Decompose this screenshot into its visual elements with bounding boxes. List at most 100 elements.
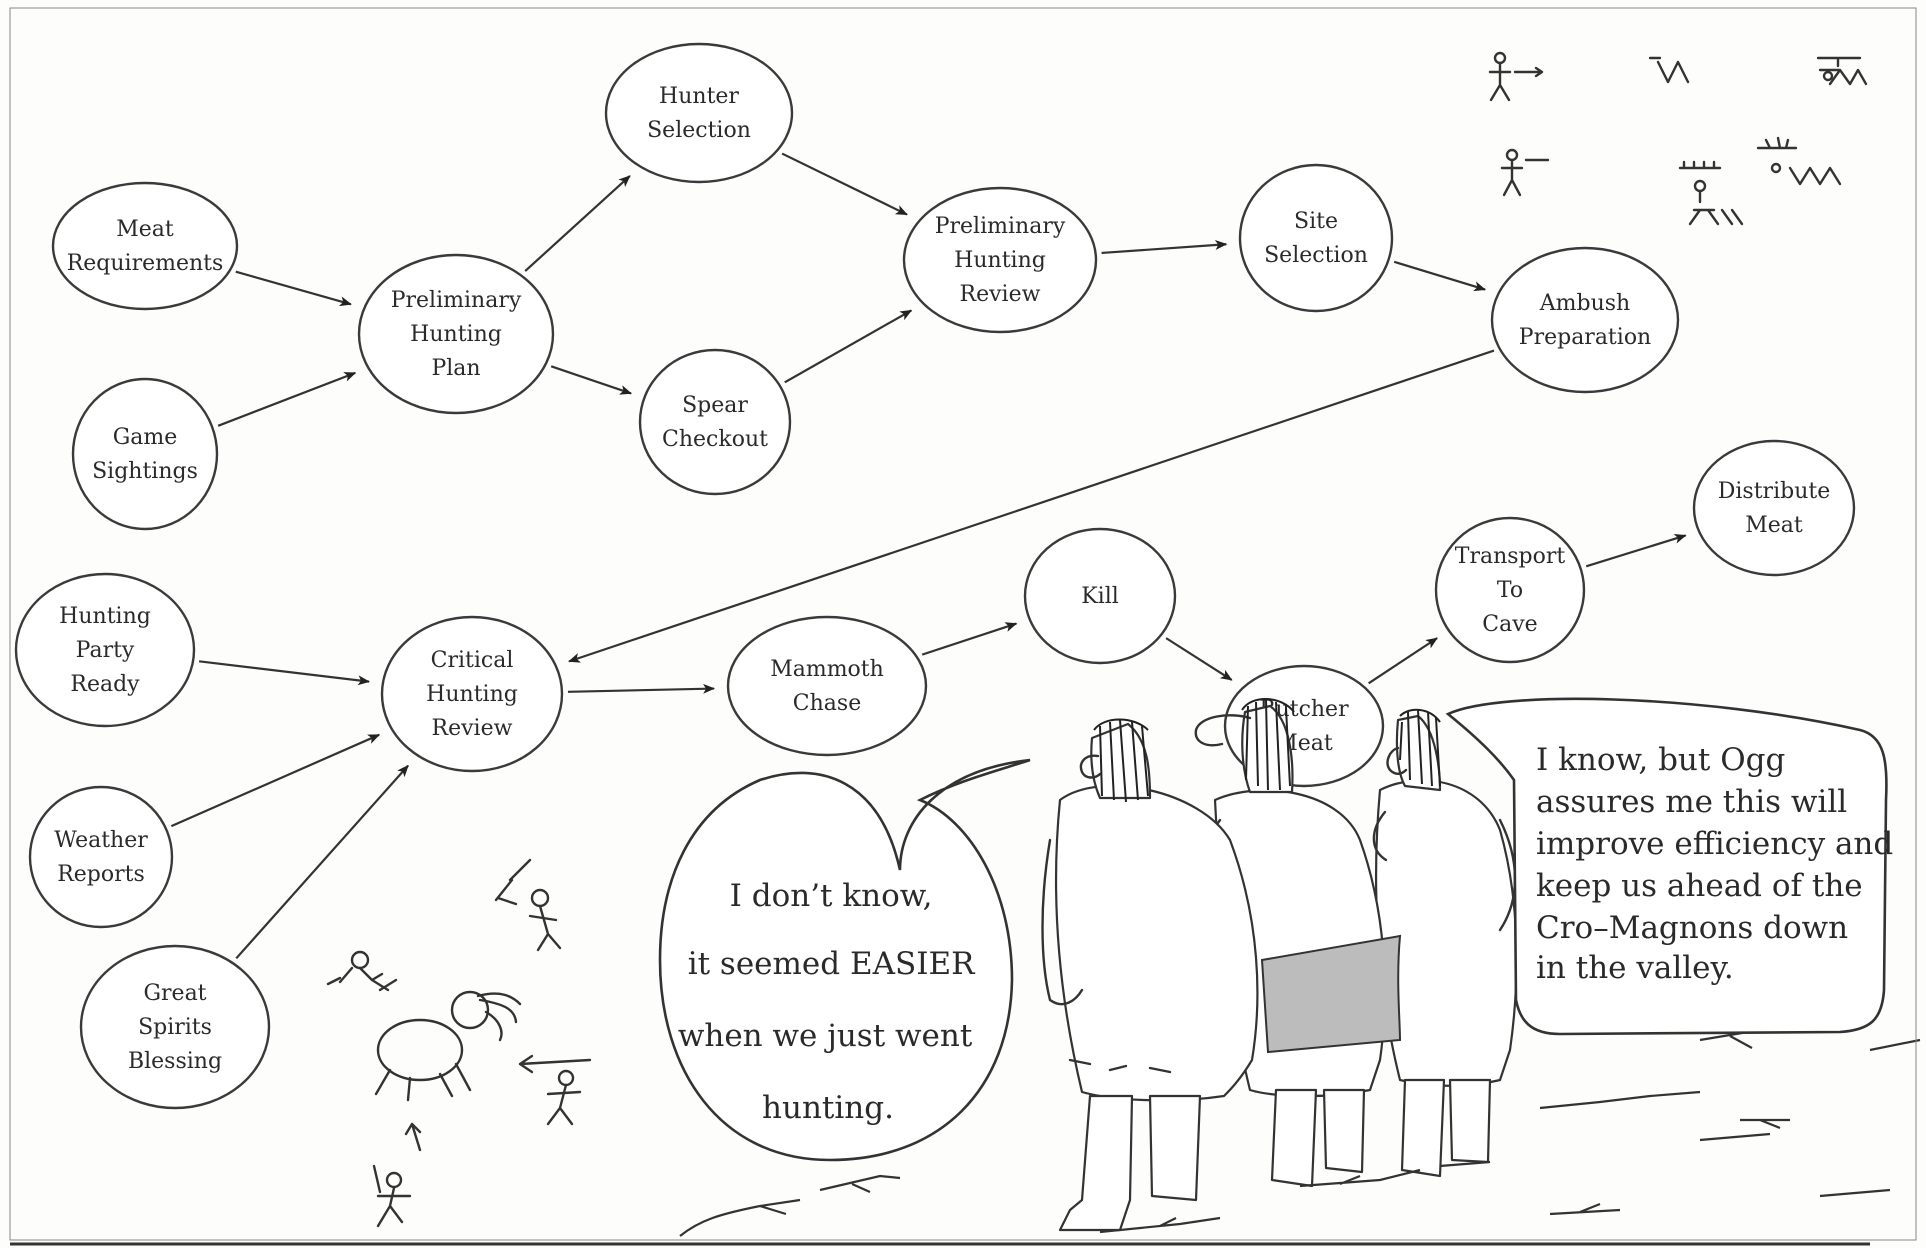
node-label-line: Critical [431,648,514,673]
node-ellipse [71,377,219,531]
bubble-right-line-2: assures me this will [1536,784,1847,820]
node-label-line: Mammoth [770,657,884,682]
node-label-line: Plan [431,356,480,381]
edge-ambush-preparation-to-critical-hunting-review [568,349,1495,663]
node-label-line: Sightings [92,459,198,484]
node-label-line: Ready [70,672,140,697]
node-label-line: Great [143,981,206,1006]
node-label-line: Reports [57,862,145,887]
node-label-line: Hunting [426,682,518,707]
edge-preliminary-hunting-plan-to-hunter-selection [524,175,631,272]
node-label-line: Hunting [410,322,502,347]
node-label-line: To [1497,578,1523,603]
node-ellipse [1434,516,1586,664]
node-label-line: Meat [1745,513,1803,538]
edge-preliminary-hunting-review-to-site-selection [1101,240,1228,255]
node-label-line: Hunter [659,84,739,109]
node-ellipse [79,944,271,1110]
node-ellipse [902,186,1098,334]
ground-cracks [679,1028,1921,1237]
edge-spear-checkout-to-preliminary-hunting-review [784,309,913,384]
bubble-left-line-1: I don’t know, [730,878,933,914]
bubble-left-line-3: when we just went [678,1018,973,1054]
speech-bubble-right: I know, but Ogg assures me this will imp… [1445,697,1903,1036]
diagram-nodes: MeatRequirementsGameSightingsPreliminary… [14,42,1856,1110]
svg-text:I know, but Ogg assures: I know, but Ogg assures me this will imp… [1536,742,1903,986]
node-label-line: Preparation [1519,325,1651,350]
bubble-right-line-4: keep us ahead of the [1536,868,1863,904]
node-kill: Kill [1023,527,1177,665]
node-label-line: Cave [1482,612,1537,637]
node-ellipse [380,615,564,773]
node-label-line: Checkout [662,427,768,452]
node-label-line: Chase [793,691,861,716]
node-label-line: Selection [1264,243,1368,268]
node-label-line: Ambush [1539,291,1630,316]
node-label-line: Preliminary [935,214,1066,239]
node-label-line: Review [432,716,513,741]
caveman-middle [1194,697,1402,1188]
edge-butcher-meat-to-transport-to-cave [1368,637,1438,685]
svg-text:I don’t know, it seemed: I don’t know, it seemed EASIER when we j… [678,878,984,1126]
caveman-left [1041,718,1259,1232]
node-label-line: Weather [54,828,148,853]
edge-critical-hunting-review-to-mammoth-chase [567,683,716,694]
edge-kill-to-butcher-meat [1165,637,1233,681]
node-label-line: Meat [116,217,174,242]
diagram-edges [170,152,1687,960]
node-label-line: Review [960,282,1041,307]
node-ellipse [726,615,928,757]
node-label-line: Blessing [128,1049,222,1074]
bubble-right-line-1: I know, but Ogg [1536,742,1785,778]
node-label-line: Selection [647,118,751,143]
node-ellipse [638,348,792,496]
edge-transport-to-cave-to-distribute-meat [1585,533,1687,568]
cave-painting-mammoth-hunt-bottom-left [326,858,592,1228]
bubble-left-line-4: hunting. [762,1090,894,1126]
node-ellipse [1023,527,1177,665]
node-label-line: Hunting [954,248,1046,273]
bubble-right-line-5: Cro–Magnons down [1536,910,1848,946]
node-ellipse [28,785,174,929]
node-ellipse [357,253,555,415]
node-label-line: Party [76,638,135,663]
node-label-line: Transport [1455,544,1566,569]
bubble-left-line-2: it seemed EASIER [688,946,976,982]
node-label-line: Kill [1081,584,1119,609]
caveman-right [1372,708,1518,1178]
node-label-line: Distribute [1718,479,1830,504]
node-label-line: Requirements [67,251,224,276]
edge-meat-requirements-to-preliminary-hunting-plan [235,270,352,307]
node-ellipse [1692,439,1856,577]
edge-great-spirits-blessing-to-critical-hunting-review [235,764,409,960]
bubble-right-line-6: in the valley. [1536,950,1734,986]
edge-preliminary-hunting-plan-to-spear-checkout [550,365,632,395]
node-ellipse [604,42,794,184]
node-label-line: Spear [682,393,748,418]
edge-mammoth-chase-to-kill [921,622,1018,656]
node-label-line: Spirits [138,1015,212,1040]
node-ellipse [1490,246,1680,394]
bubble-right-line-3: improve efficiency and [1536,826,1893,862]
edge-game-sightings-to-preliminary-hunting-plan [217,371,357,427]
cavemen-group [1041,697,1518,1232]
node-label-line: Hunting [59,604,151,629]
edge-hunting-party-ready-to-critical-hunting-review [198,660,370,686]
node-label-line: Site [1294,209,1338,234]
edge-site-selection-to-ambush-preparation [1393,260,1487,292]
